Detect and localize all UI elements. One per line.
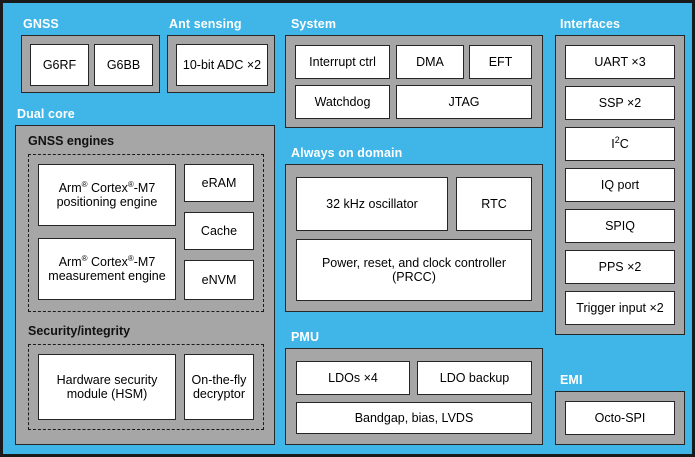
block-ldo-backup[interactable]: LDO backup xyxy=(417,361,532,395)
block-pps[interactable]: PPS ×2 xyxy=(565,250,675,284)
block-interrupt-ctrl[interactable]: Interrupt ctrl xyxy=(295,45,390,79)
group-label-ant-sensing: Ant sensing xyxy=(169,17,242,31)
panel-gnss: G6RF G6BB xyxy=(21,35,160,93)
block-bandgap-bias-lvds[interactable]: Bandgap, bias, LVDS xyxy=(296,402,532,434)
group-label-pmu: PMU xyxy=(291,330,320,344)
block-g6rf[interactable]: G6RF xyxy=(30,44,89,86)
block-ldos[interactable]: LDOs ×4 xyxy=(296,361,410,395)
group-label-interfaces: Interfaces xyxy=(560,17,621,31)
dashed-group-security xyxy=(28,344,264,430)
panel-interfaces: UART ×3 SSP ×2 I2C IQ port SPIQ PPS ×2 T… xyxy=(555,35,685,335)
panel-pmu: LDOs ×4 LDO backup Bandgap, bias, LVDS xyxy=(285,348,543,445)
block-uart[interactable]: UART ×3 xyxy=(565,45,675,79)
block-prcc[interactable]: Power, reset, and clock controller (PRCC… xyxy=(296,239,532,301)
block-dma[interactable]: DMA xyxy=(396,45,464,79)
sub-label-security-integrity: Security/integrity xyxy=(28,324,131,338)
block-32khz-oscillator[interactable]: 32 kHz oscillator xyxy=(296,177,448,231)
dashed-group-gnss-engines xyxy=(28,154,264,312)
group-label-dual-core: Dual core xyxy=(17,107,75,121)
block-octo-spi[interactable]: Octo-SPI xyxy=(565,401,675,435)
block-envm[interactable]: eNVM xyxy=(184,260,254,300)
block-eram[interactable]: eRAM xyxy=(184,164,254,202)
block-rtc[interactable]: RTC xyxy=(456,177,532,231)
group-label-gnss: GNSS xyxy=(23,17,59,31)
panel-always-on-domain: 32 kHz oscillator RTC Power, reset, and … xyxy=(285,164,543,312)
panel-emi: Octo-SPI xyxy=(555,391,685,445)
sub-label-gnss-engines: GNSS engines xyxy=(28,134,115,148)
block-g6bb[interactable]: G6BB xyxy=(94,44,153,86)
block-watchdog[interactable]: Watchdog xyxy=(295,85,390,119)
panel-ant-sensing: 10-bit ADC ×2 xyxy=(167,35,275,93)
block-otf-decryptor[interactable]: On-the-fly decryptor xyxy=(184,354,254,420)
block-i2c-label: I2C xyxy=(611,134,629,151)
group-label-emi: EMI xyxy=(560,373,583,387)
block-jtag[interactable]: JTAG xyxy=(396,85,532,119)
block-adc[interactable]: 10-bit ADC ×2 xyxy=(176,44,268,86)
block-trigger-input[interactable]: Trigger input ×2 xyxy=(565,291,675,325)
panel-system: Interrupt ctrl DMA EFT Watchdog JTAG xyxy=(285,35,543,128)
group-label-system: System xyxy=(291,17,337,31)
block-hsm[interactable]: Hardware security module (HSM) xyxy=(38,354,176,420)
block-i2c[interactable]: I2C xyxy=(565,127,675,161)
block-eft[interactable]: EFT xyxy=(469,45,532,79)
block-spiq[interactable]: SPIQ xyxy=(565,209,675,243)
group-label-always-on-domain: Always on domain xyxy=(291,146,403,160)
block-cache[interactable]: Cache xyxy=(184,212,254,250)
block-iq-port[interactable]: IQ port xyxy=(565,168,675,202)
block-ssp[interactable]: SSP ×2 xyxy=(565,86,675,120)
